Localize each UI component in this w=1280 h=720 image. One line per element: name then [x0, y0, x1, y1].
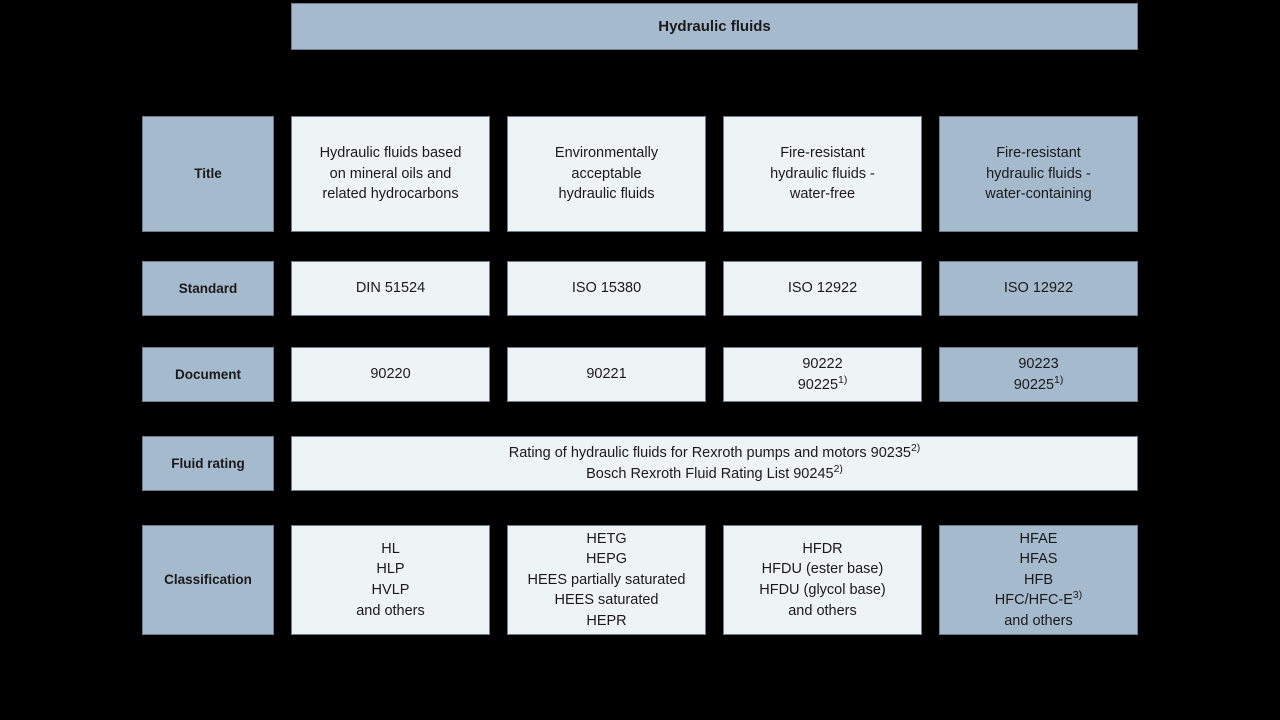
footnote-marker: 3)	[1072, 590, 1083, 602]
cell-classification-fire-resistant-water-free: HFDR HFDU (ester base) HFDU (glycol base…	[723, 525, 922, 635]
cell-title-fire-resistant-water-containing: Fire-resistant hydraulic fluids - water-…	[939, 116, 1138, 232]
footnote-marker: 2)	[910, 443, 921, 455]
cell-title-environmentally-acceptable: Environmentally acceptable hydraulic flu…	[507, 116, 706, 232]
fluid-rating-line-1: Rating of hydraulic fluids for Rexroth p…	[508, 443, 921, 461]
row-label-standard: Standard	[142, 261, 274, 316]
footnote-marker: 2)	[833, 463, 843, 475]
cell-title-fire-resistant-water-free: Fire-resistant hydraulic fluids - water-…	[723, 116, 922, 232]
cell-title-mineral-oils: Hydraulic fluids based on mineral oils a…	[291, 116, 490, 232]
cell-standard-mineral-oils: DIN 51524	[291, 261, 490, 316]
cell-standard-environmentally-acceptable: ISO 15380	[507, 261, 706, 316]
cell-document-environmentally-acceptable: 90221	[507, 347, 706, 402]
footnote-marker: 1)	[838, 374, 848, 386]
cell-classification-environmentally-acceptable: HETG HEPG HEES partially saturated HEES …	[507, 525, 706, 635]
row-label-title: Title	[142, 116, 274, 232]
cell-document-mineral-oils: 90220	[291, 347, 490, 402]
row-label-classification: Classification	[142, 525, 274, 635]
cell-document-fire-resistant-water-containing: 90223 902251)	[939, 347, 1138, 402]
cell-document-fire-resistant-water-free: 90222 902251)	[723, 347, 922, 402]
cell-classification-mineral-oils: HL HLP HVLP and others	[291, 525, 490, 635]
page-title: Hydraulic fluids	[658, 18, 771, 35]
cell-classification-fire-resistant-water-containing: HFAE HFAS HFB HFC/HFC-E3) and others	[939, 525, 1138, 635]
cell-fluid-rating-all-columns: Rating of hydraulic fluids for Rexroth p…	[291, 436, 1138, 491]
cell-standard-fire-resistant-water-containing: ISO 12922	[939, 261, 1138, 316]
cell-standard-fire-resistant-water-free: ISO 12922	[723, 261, 922, 316]
fluid-rating-line-2: Bosch Rexroth Fluid Rating List 902452)	[586, 463, 843, 482]
row-label-document: Document	[142, 347, 274, 402]
footnote-marker: 1)	[1054, 374, 1064, 386]
row-label-fluid-rating: Fluid rating	[142, 436, 274, 491]
page-title-banner: Hydraulic fluids	[291, 3, 1138, 50]
